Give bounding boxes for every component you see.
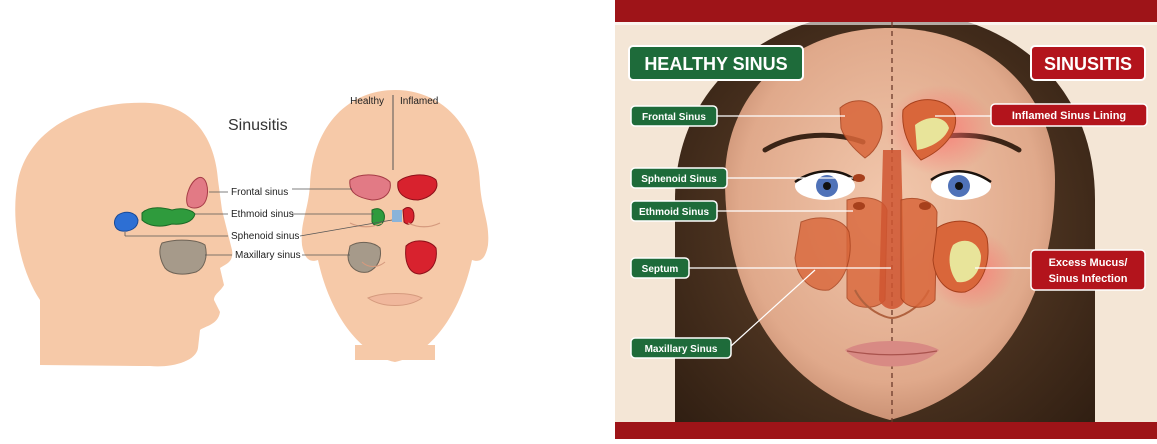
right-pupil [955, 182, 963, 190]
profile-maxillary-sinus [160, 240, 206, 274]
left-title: Sinusitis [228, 117, 288, 134]
label-maxillary-sinus: Maxillary sinus [235, 250, 301, 261]
healthy-sphenoid-sinus [853, 174, 865, 182]
sinusitis-title: SINUSITIS [1044, 54, 1132, 74]
label-frontal-sinus: Frontal sinus [231, 187, 288, 198]
healthy-ethmoid-sinus [853, 202, 865, 210]
header-healthy: Healthy [350, 96, 384, 107]
front-ethmoid-inflamed [403, 208, 414, 224]
frontal-sinus-label: Frontal Sinus [642, 112, 706, 123]
top-bar-edge [615, 22, 1157, 25]
inflamed-lining-label: Inflamed Sinus Lining [1012, 110, 1126, 122]
sinusitis-illustration: Sinusitis Healthy Inflamed Frontal sinus… [0, 0, 600, 439]
bottom-bar [615, 422, 1157, 439]
profile-sphenoid-sinus [115, 212, 138, 231]
label-sphenoid-sinus: Sphenoid sinus [231, 231, 299, 242]
front-head [302, 90, 489, 362]
profile-head [15, 103, 232, 367]
illustration-canvas: Sinusitis Healthy Inflamed Frontal sinus… [0, 0, 600, 439]
maxillary-sinus-label: Maxillary Sinus [645, 344, 718, 355]
excess-mucus-label-line2: Sinus Infection [1049, 273, 1128, 285]
healthy-vs-sinusitis-poster: HEALTHY SINUS SINUSITIS Frontal Sinus Sp… [615, 0, 1157, 439]
inflamed-ethmoid-sinus [919, 202, 931, 210]
sphenoid-sinus-label: Sphenoid Sinus [641, 174, 717, 185]
healthy-sinus-title: HEALTHY SINUS [644, 54, 787, 74]
septum-label: Septum [642, 264, 679, 275]
front-neck [355, 345, 435, 360]
top-bar [615, 0, 1157, 22]
left-pupil [823, 182, 831, 190]
excess-mucus-label-line1: Excess Mucus/ [1049, 257, 1128, 269]
ethmoid-sinus-label: Ethmoid Sinus [639, 207, 709, 218]
label-ethmoid-sinus: Ethmoid sinus [231, 209, 294, 220]
inflamed-nasal-cavity-right [901, 199, 937, 308]
front-sphenoid [392, 210, 402, 222]
poster-canvas: HEALTHY SINUS SINUSITIS Frontal Sinus Sp… [615, 0, 1157, 439]
header-inflamed: Inflamed [400, 96, 438, 107]
